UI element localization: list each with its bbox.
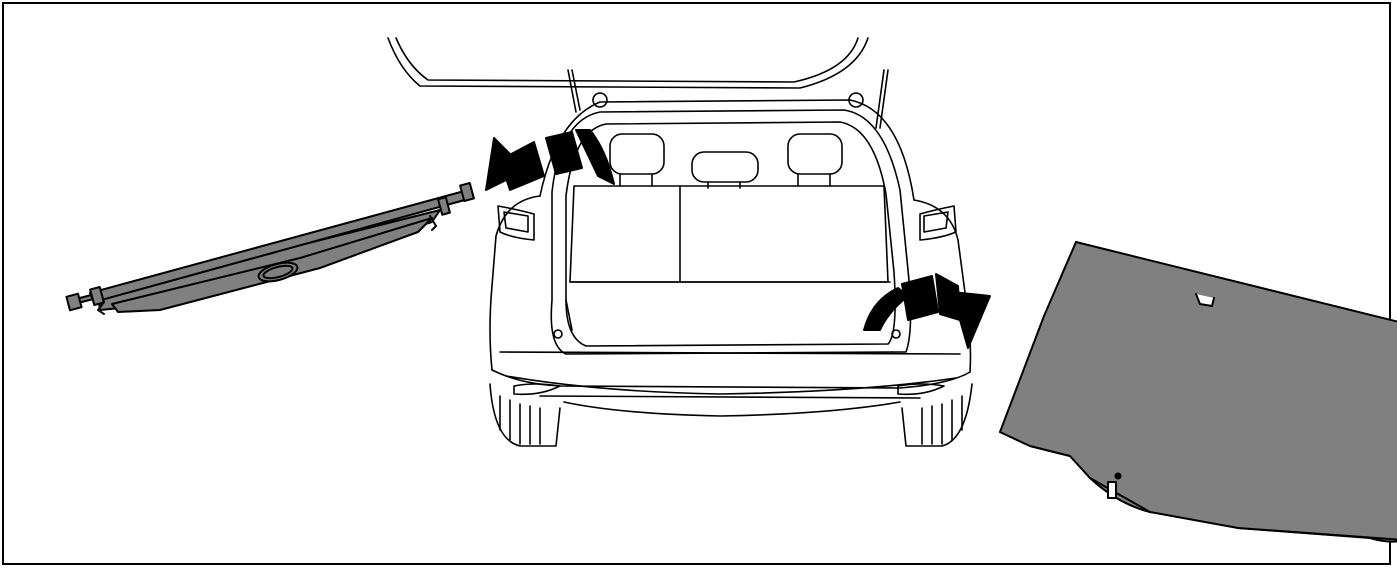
- remove-arrow-right-icon: [864, 274, 990, 348]
- luggage-cover-icon: [66, 183, 474, 314]
- vehicle-rear-icon: [388, 38, 972, 446]
- cargo-mat-icon: [1000, 242, 1397, 542]
